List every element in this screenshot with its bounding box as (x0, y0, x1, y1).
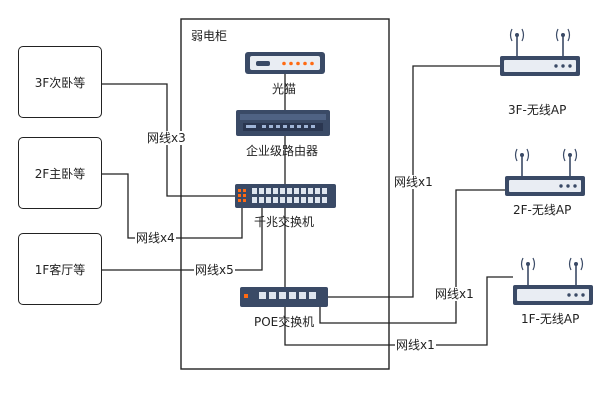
wire-ap1 (284, 276, 513, 346)
cable-label-ap2: 网线x1 (434, 287, 475, 301)
room-1f: 1F客厅等 (18, 233, 102, 305)
ap-3f-device (500, 28, 580, 76)
ap-3f-device-antenna-2 (555, 28, 571, 56)
ap-2f-device-antenna-2 (562, 148, 578, 176)
gigabit-switch-label: 千兆交换机 (254, 215, 315, 229)
cable-label-room1: 网线x5 (194, 263, 235, 277)
cable-label-room3: 网线x3 (146, 131, 187, 145)
router-label: 企业级路由器 (246, 144, 319, 158)
cabinet-title: 弱电柜 (191, 29, 228, 43)
room-2f-label: 2F主卧等 (34, 166, 86, 181)
room-3f: 3F次卧等 (18, 46, 102, 118)
ap-3f-label: 3F-无线AP (508, 103, 567, 117)
optical-modem-device (245, 52, 325, 74)
wire-ap2 (319, 189, 505, 324)
poe-switch-label: POE交换机 (254, 315, 315, 329)
router-device (236, 110, 330, 136)
wire-room2 (102, 173, 243, 239)
wire-room1 (102, 208, 263, 271)
room-2f: 2F主卧等 (18, 137, 102, 209)
cable-label-ap3: 网线x1 (393, 175, 434, 189)
gigabit-switch-device (235, 184, 336, 208)
ap-1f-label: 1F-无线AP (521, 312, 580, 326)
ap-1f-device-antenna-2 (568, 257, 584, 285)
room-3f-label: 3F次卧等 (34, 75, 86, 90)
poe-switch-device (240, 287, 328, 307)
cable-label-ap1: 网线x1 (395, 338, 436, 352)
ap-3f-device-antenna-1 (509, 28, 525, 56)
ap-1f-device (513, 257, 593, 305)
ap-2f-device (505, 148, 585, 196)
cable-label-room2: 网线x4 (135, 231, 176, 245)
room-1f-label: 1F客厅等 (34, 262, 86, 277)
ap-2f-device-antenna-1 (514, 148, 530, 176)
ap-1f-device-antenna-1 (520, 257, 536, 285)
cabinet-box (180, 18, 390, 370)
optical-modem-label: 光猫 (272, 82, 297, 96)
ap-2f-label: 2F-无线AP (513, 203, 572, 217)
